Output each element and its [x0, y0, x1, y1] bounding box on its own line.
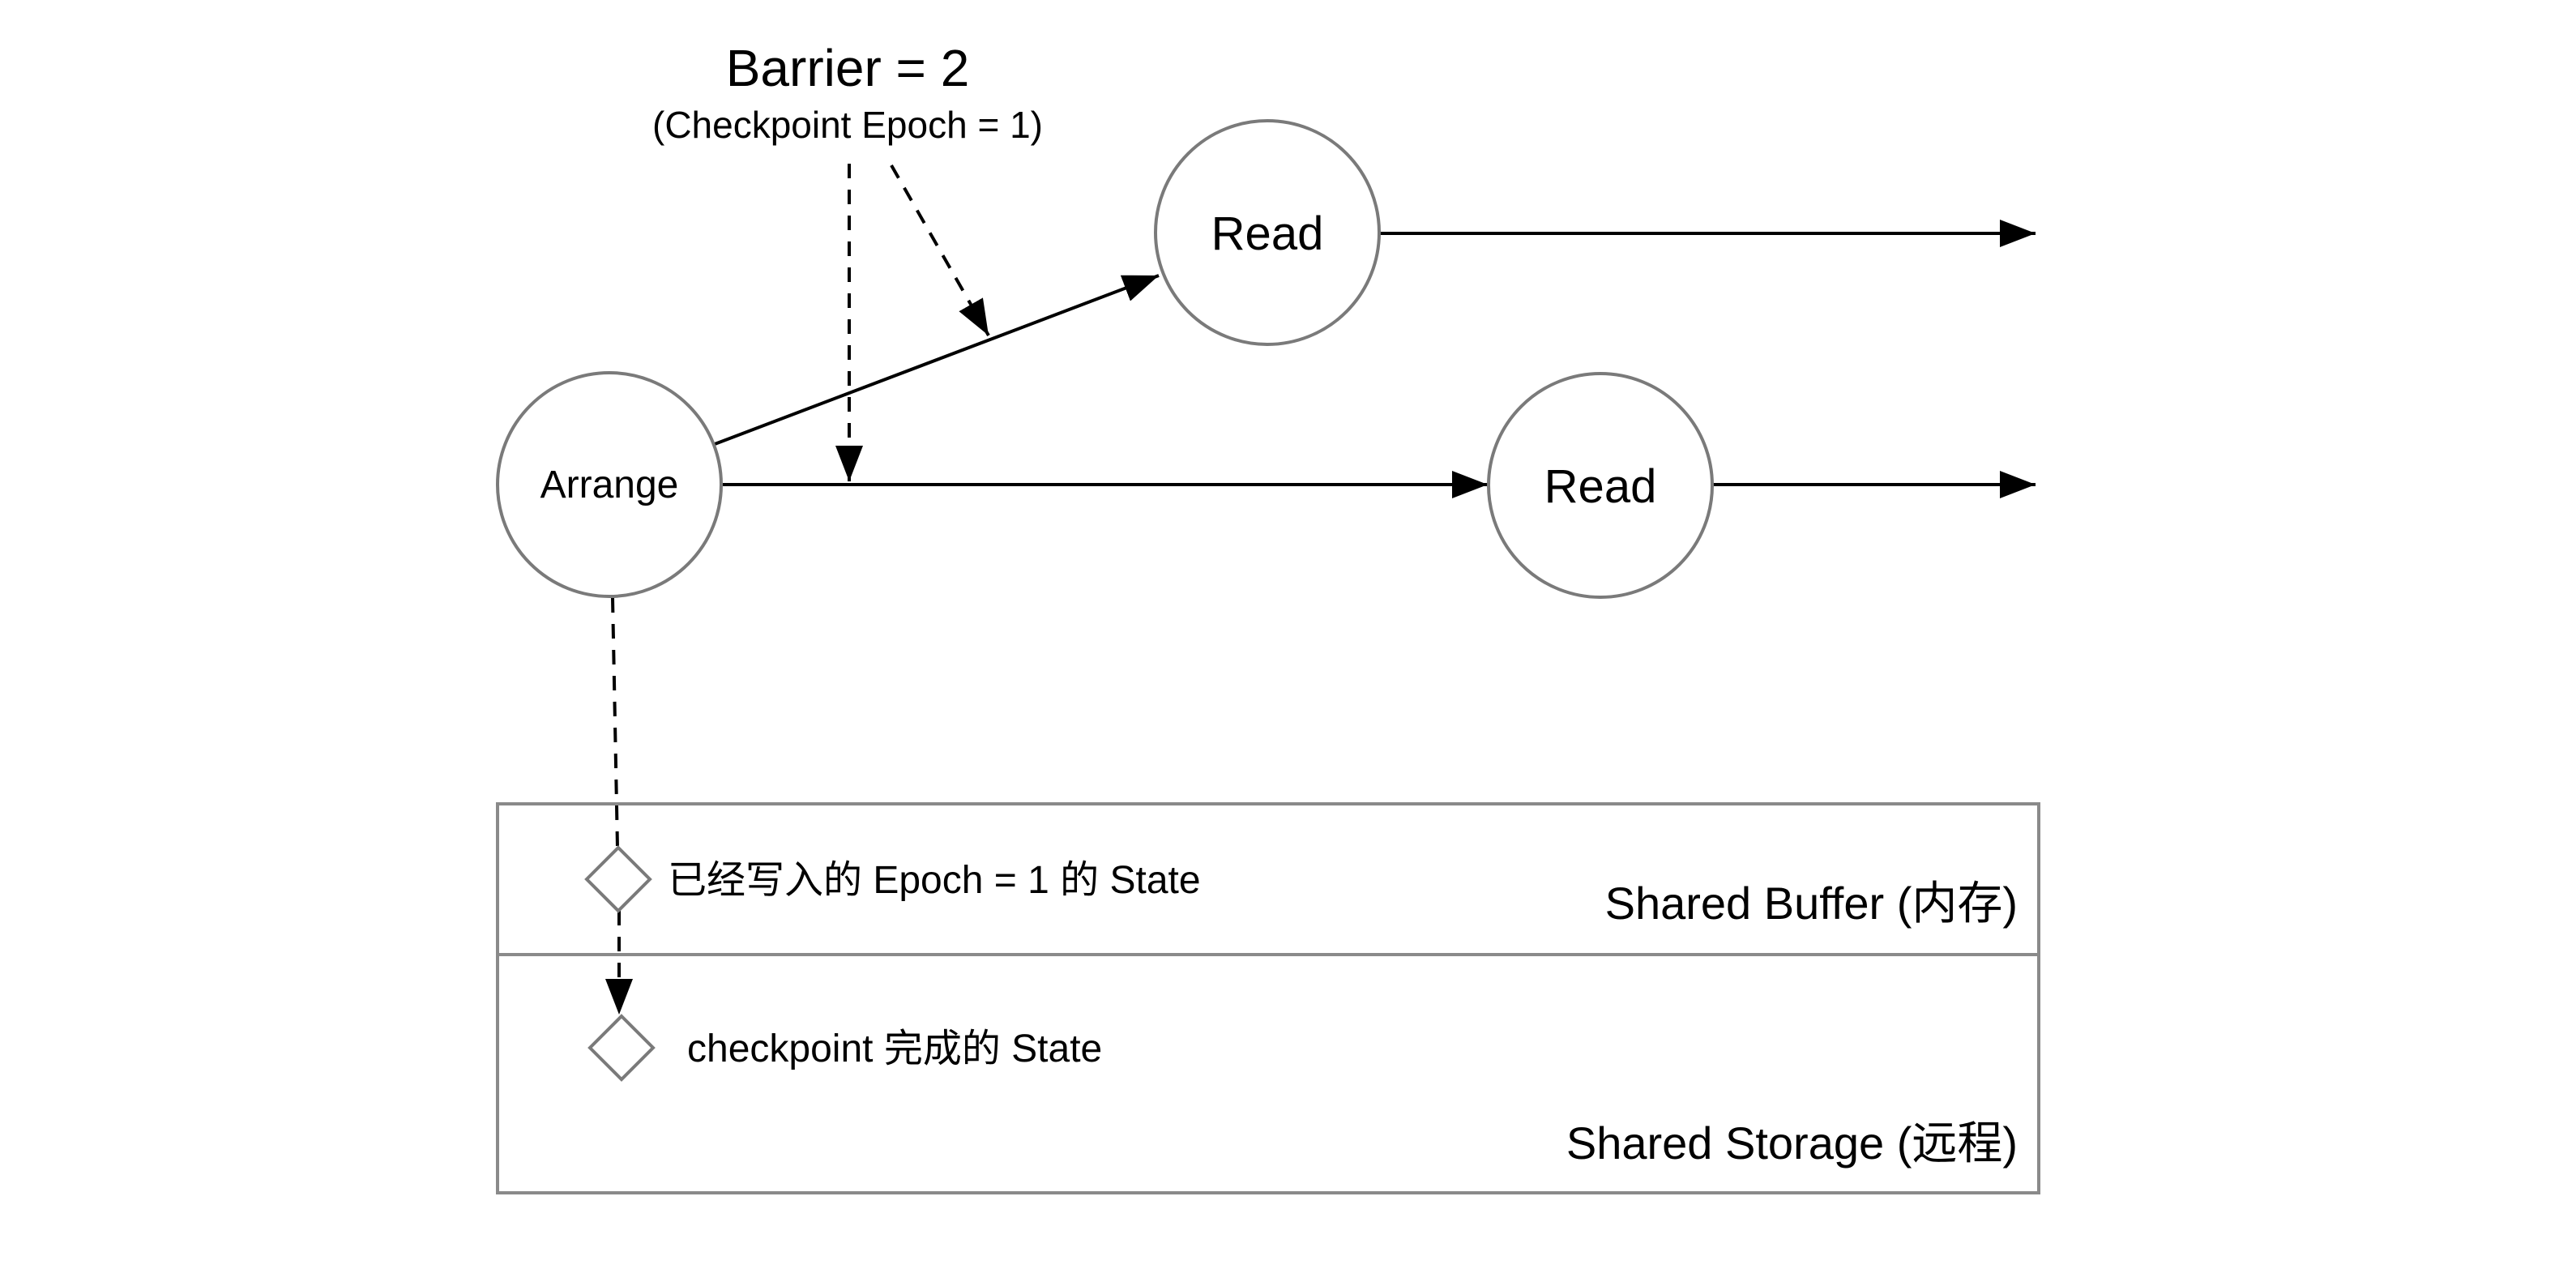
shared-storage-title: Shared Storage (远程): [1566, 1117, 2018, 1169]
storage-panel: [496, 802, 2040, 1194]
barrier-dashed-arrow-diagonal: [890, 164, 990, 336]
barrier-title: Barrier = 2: [726, 39, 970, 97]
arrange-to-buffer-dashed-line: [611, 597, 619, 848]
node-read-bottom-label: Read: [1544, 460, 1657, 513]
node-read-top: Read: [1154, 119, 1381, 346]
diamond-icon: [584, 845, 652, 913]
node-arrange: Arrange: [496, 371, 723, 598]
shared-storage-item-label: checkpoint 完成的 State: [687, 1028, 1102, 1070]
shared-buffer-item-label: 已经写入的 Epoch = 1 的 State: [668, 859, 1201, 902]
shared-storage-region: checkpoint 完成的 State Shared Storage (远程): [587, 1014, 2018, 1169]
edge-arrange-to-read-top: [714, 274, 1160, 446]
node-arrange-label: Arrange: [540, 464, 679, 506]
shared-buffer-region: 已经写入的 Epoch = 1 的 State Shared Buffer (内…: [584, 845, 2018, 929]
shared-buffer-title: Shared Buffer (内存): [1605, 878, 2018, 929]
node-read-top-label: Read: [1211, 207, 1324, 260]
barrier-subtitle: (Checkpoint Epoch = 1): [652, 104, 1043, 146]
node-read-bottom: Read: [1487, 372, 1714, 599]
diamond-icon: [587, 1014, 656, 1082]
